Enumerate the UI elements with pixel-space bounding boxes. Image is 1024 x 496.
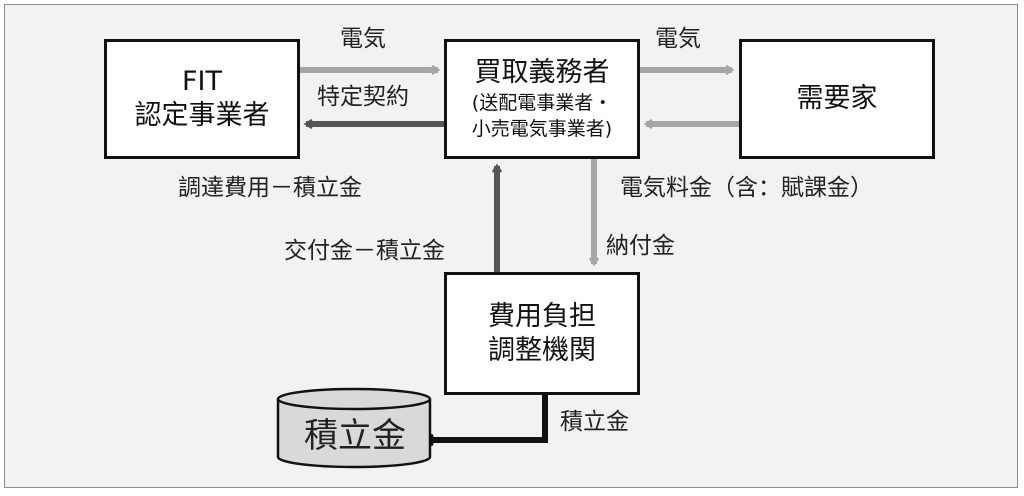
label-electricity-fee: 電気料金（含：賦課金） [620, 175, 873, 201]
consumer-label: 需要家 [796, 83, 878, 114]
purchaser-line1: 買取義務者 [474, 57, 610, 88]
label-reserve: 積立金 [560, 409, 629, 435]
label-electricity-right: 電気 [655, 26, 701, 52]
fit-operator-line1: FIT [182, 66, 222, 97]
arrow-org-to-fund [426, 395, 548, 440]
purchaser-line2: (送配電事業者・ [471, 92, 613, 114]
organization-line1: 費用負担 [488, 300, 596, 332]
fit-operator-line2: 認定事業者 [134, 100, 270, 131]
adjustment-organization-box: 費用負担 調整機関 [444, 272, 640, 395]
label-electricity-left: 電気 [340, 26, 386, 52]
fund-cylinder-icon [276, 387, 432, 469]
fund-label: 積立金 [304, 416, 406, 456]
fit-operator-box: FIT 認定事業者 [104, 39, 300, 159]
label-grant: 交付金－積立金 [284, 238, 445, 264]
label-specific-contract: 特定契約 [317, 84, 409, 110]
label-procurement-cost: 調達費用－積立金 [178, 175, 362, 201]
organization-line2: 調整機関 [488, 334, 596, 366]
label-payment: 納付金 [606, 233, 675, 259]
consumer-box: 需要家 [739, 39, 935, 159]
purchaser-box: 買取義務者 (送配電事業者・ 小売電気事業者) [444, 39, 640, 159]
purchaser-line3: 小売電気事業者) [471, 118, 613, 140]
